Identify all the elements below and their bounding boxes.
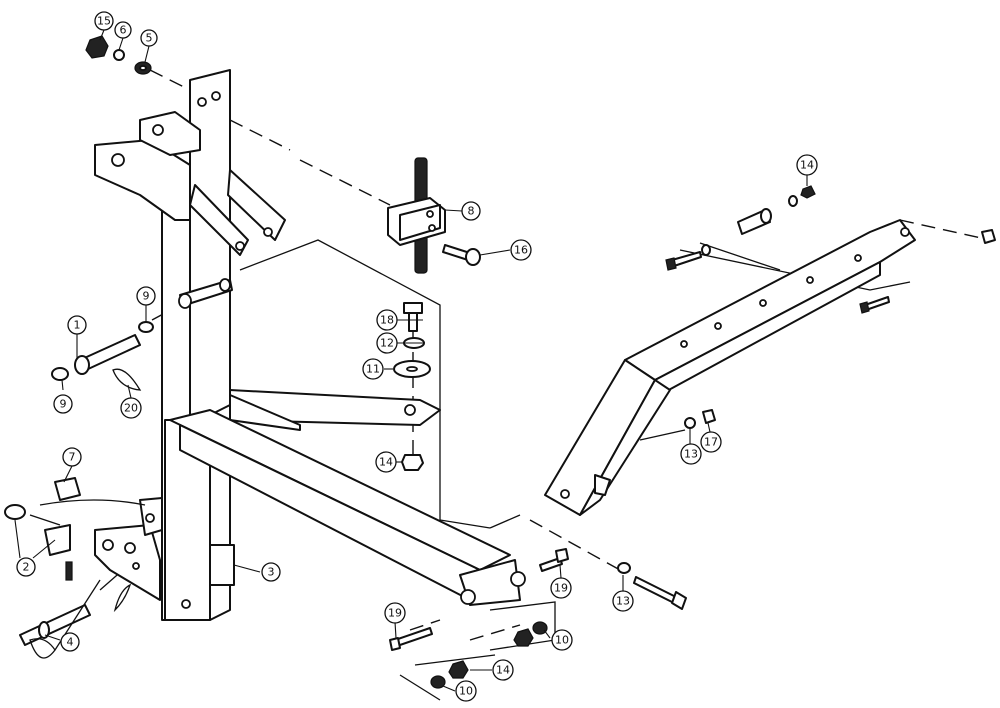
main-frame	[94, 69, 526, 621]
svg-text:17: 17	[704, 436, 718, 449]
callout-8: 8	[461, 201, 481, 221]
svg-text:6: 6	[120, 24, 127, 37]
svg-text:10: 10	[555, 634, 569, 647]
callout-14-bottom: 14	[492, 659, 514, 681]
svg-text:19: 19	[554, 582, 568, 595]
bottom-hardware	[389, 548, 569, 689]
clamp-block	[387, 157, 481, 274]
callout-14-center: 14	[375, 451, 397, 473]
svg-text:7: 7	[69, 451, 76, 464]
svg-text:1: 1	[74, 319, 81, 332]
callout-13-upper: 13	[680, 443, 702, 465]
leader-lines	[14, 29, 808, 692]
callout-17: 17	[700, 431, 722, 453]
svg-text:13: 13	[616, 595, 630, 608]
svg-text:9: 9	[143, 290, 150, 303]
callout-18: 18	[376, 309, 398, 331]
center-stack	[393, 302, 431, 471]
callout-20: 20	[120, 397, 142, 419]
svg-text:15: 15	[97, 15, 111, 28]
callout-19-right: 19	[550, 577, 572, 599]
callout-9-upper: 9	[136, 286, 156, 306]
svg-text:3: 3	[268, 566, 275, 579]
callout-10-right: 10	[551, 629, 573, 651]
svg-text:10: 10	[459, 685, 473, 698]
svg-text:18: 18	[380, 314, 394, 327]
svg-text:12: 12	[380, 337, 394, 350]
svg-text:13: 13	[684, 448, 698, 461]
callout-15: 15	[94, 11, 114, 31]
top-hardware	[85, 35, 152, 75]
arm-hardware	[617, 185, 996, 610]
callout-3: 3	[261, 562, 281, 582]
callout-12: 12	[376, 332, 398, 354]
svg-text:9: 9	[60, 398, 67, 411]
svg-text:16: 16	[514, 244, 528, 257]
assembly-lines	[149, 69, 991, 641]
lower-pin-assembly	[4, 477, 146, 659]
callout-9-lower: 9	[53, 394, 73, 414]
callout-4: 4	[60, 632, 80, 652]
svg-text:20: 20	[124, 402, 138, 415]
svg-text:5: 5	[146, 32, 153, 45]
svg-text:11: 11	[366, 363, 380, 376]
callout-19-left: 19	[384, 602, 406, 624]
callout-16: 16	[510, 239, 532, 261]
side-arm	[544, 219, 916, 516]
callout-11: 11	[362, 358, 384, 380]
callout-1: 1	[67, 315, 87, 335]
svg-text:8: 8	[468, 205, 475, 218]
svg-text:4: 4	[67, 636, 74, 649]
svg-text:14: 14	[379, 456, 393, 469]
callout-10-left: 10	[455, 680, 477, 702]
pin-assembly	[51, 321, 154, 391]
callout-5: 5	[140, 29, 158, 47]
callout-13-lower: 13	[612, 590, 634, 612]
svg-text:14: 14	[800, 159, 814, 172]
svg-text:19: 19	[388, 607, 402, 620]
callout-14-top: 14	[796, 154, 818, 176]
callout-6: 6	[114, 21, 132, 39]
callout-7: 7	[62, 447, 82, 467]
svg-text:2: 2	[23, 561, 30, 574]
svg-text:14: 14	[496, 664, 510, 677]
callout-2: 2	[16, 557, 36, 577]
